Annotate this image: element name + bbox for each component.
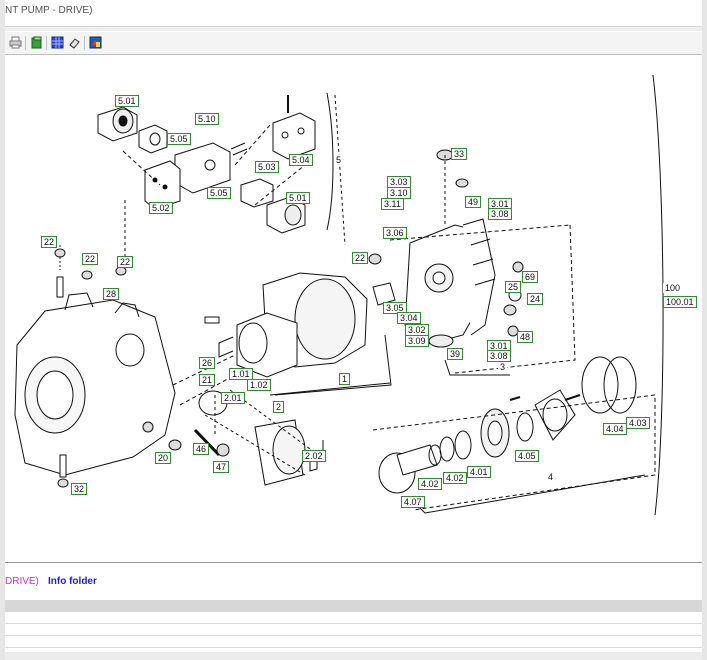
callout-label[interactable]: 21 xyxy=(199,374,216,386)
callout-label[interactable]: 20 xyxy=(155,452,172,464)
exploded-parts-diagram: 5.01 5.10 5.05 5.03 5.04 5 5.02 5.05 5.0… xyxy=(5,55,702,563)
window-title-bar: NT PUMP - DRIVE) xyxy=(5,0,702,27)
print-button[interactable] xyxy=(8,35,23,50)
diagram-drawing xyxy=(14,74,664,516)
callout-label[interactable]: 1.01 xyxy=(229,368,253,380)
callout-layer: 5.01 5.10 5.05 5.03 5.04 5 5.02 5.05 5.0… xyxy=(5,55,702,562)
callout-label[interactable]: 5.02 xyxy=(149,202,173,214)
control-valve-block xyxy=(368,149,576,376)
grid-header-bar xyxy=(5,600,702,612)
callout-label[interactable]: 1 xyxy=(339,373,351,385)
blue-grid-icon xyxy=(51,36,64,49)
book-button[interactable] xyxy=(29,35,44,50)
callout-label[interactable]: 3.04 xyxy=(397,312,421,324)
callout-label[interactable]: 5.05 xyxy=(207,187,231,199)
window-title: NT PUMP - DRIVE) xyxy=(5,5,93,16)
title-separator xyxy=(5,27,702,31)
callout-label[interactable]: 5.01 xyxy=(286,192,310,204)
callout-label[interactable]: 47 xyxy=(213,461,230,473)
drive-group xyxy=(193,389,326,486)
pump-housing xyxy=(14,245,182,488)
toolbar-separator xyxy=(84,36,85,50)
window-frame-left xyxy=(0,0,5,660)
callout-label[interactable]: 4.03 xyxy=(626,417,650,429)
callout-label[interactable]: 4 xyxy=(546,472,556,482)
row-divider xyxy=(5,647,702,648)
callout-label[interactable]: 5.03 xyxy=(255,161,279,173)
erase-button[interactable] xyxy=(67,35,82,50)
callout-label[interactable]: 4.05 xyxy=(515,450,539,462)
cradle-and-shaft xyxy=(172,94,392,435)
breadcrumb[interactable]: DRIVE) xyxy=(5,576,39,587)
callout-label[interactable]: 5.01 xyxy=(115,95,139,107)
callout-label[interactable]: 4.02 xyxy=(443,472,467,484)
grid-button[interactable] xyxy=(50,35,65,50)
print-icon xyxy=(9,36,22,49)
solenoid-valve-group xyxy=(97,92,334,270)
callout-label[interactable]: 3 xyxy=(498,362,508,372)
bearing-and-seal-group xyxy=(372,356,656,511)
callout-label[interactable]: 39 xyxy=(447,348,464,360)
callout-label[interactable]: 69 xyxy=(522,271,539,283)
info-folder-link[interactable]: Info folder xyxy=(48,576,97,587)
callout-label[interactable]: 25 xyxy=(505,281,522,293)
callout-label[interactable]: 3.08 xyxy=(487,350,511,362)
assembly-bracket xyxy=(652,74,664,516)
toolbar-separator xyxy=(25,36,26,50)
callout-label[interactable]: 3.06 xyxy=(383,227,407,239)
callout-label[interactable]: 100 xyxy=(663,283,683,293)
callout-label[interactable]: 28 xyxy=(103,288,120,300)
callout-label[interactable]: 49 xyxy=(465,196,482,208)
callout-label[interactable]: 4.04 xyxy=(603,423,627,435)
callout-label[interactable]: 5 xyxy=(334,155,344,165)
eraser-icon xyxy=(69,38,80,49)
callout-label[interactable]: 4.07 xyxy=(401,496,425,508)
callout-label[interactable]: 48 xyxy=(517,331,534,343)
callout-label[interactable]: 24 xyxy=(527,293,544,305)
window-frame-right xyxy=(702,0,707,660)
callout-label[interactable]: 4.02 xyxy=(418,478,442,490)
toolbar xyxy=(5,32,702,55)
callout-label[interactable]: 4.01 xyxy=(467,466,491,478)
callout-label[interactable]: 22 xyxy=(82,253,99,265)
callout-label[interactable]: 22 xyxy=(41,236,58,248)
callout-label[interactable]: 2 xyxy=(273,401,285,413)
callout-label[interactable]: 2.01 xyxy=(221,392,245,404)
callout-label[interactable]: 3.08 xyxy=(488,208,512,220)
bottom-strip xyxy=(5,652,702,660)
green-book-icon xyxy=(31,36,42,49)
callout-label[interactable]: 3.11 xyxy=(381,198,404,210)
row-divider xyxy=(5,635,702,636)
export-button[interactable] xyxy=(88,35,103,50)
callout-label[interactable]: 5.04 xyxy=(289,154,313,166)
callout-label[interactable]: 26 xyxy=(199,357,216,369)
row-divider xyxy=(5,623,702,624)
callout-label[interactable]: 2.02 xyxy=(302,450,326,462)
callout-label[interactable]: 100.01 xyxy=(663,296,697,308)
export-icon xyxy=(89,36,102,49)
toolbar-separator xyxy=(46,36,47,50)
callout-label[interactable]: 5.05 xyxy=(167,133,191,145)
callout-label[interactable]: 5.10 xyxy=(195,113,219,125)
callout-label[interactable]: 33 xyxy=(451,148,468,160)
callout-label[interactable]: 3.05 xyxy=(383,302,407,314)
callout-label[interactable]: 32 xyxy=(71,483,88,495)
callout-label[interactable]: 22 xyxy=(352,252,369,264)
lower-panel: DRIVE) Info folder xyxy=(5,563,702,600)
callout-label[interactable]: 22 xyxy=(117,256,134,268)
callout-label[interactable]: 46 xyxy=(193,443,210,455)
callout-label[interactable]: 1.02 xyxy=(247,379,271,391)
callout-label[interactable]: 3.09 xyxy=(405,335,429,347)
